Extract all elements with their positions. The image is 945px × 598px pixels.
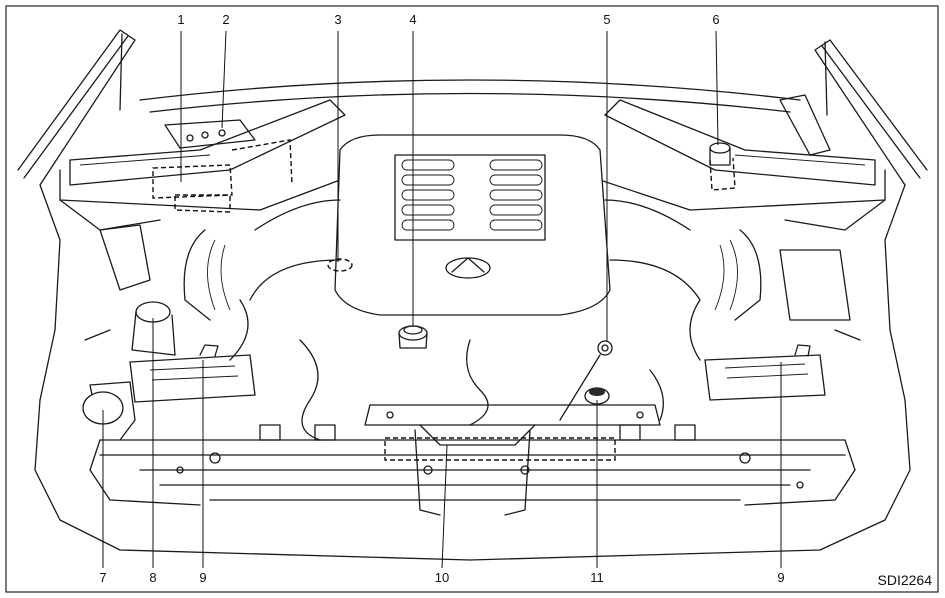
component-11-cap bbox=[584, 387, 610, 405]
component-4-cap bbox=[398, 325, 428, 349]
battery-right bbox=[704, 344, 826, 401]
component-5-dipstick bbox=[559, 340, 613, 421]
cowl-panel bbox=[139, 79, 801, 113]
callout-8: 8 bbox=[149, 570, 156, 585]
callout-3: 3 bbox=[334, 12, 341, 27]
callout-5: 5 bbox=[603, 12, 610, 27]
right-engine-side bbox=[604, 199, 851, 321]
callout-10: 10 bbox=[435, 570, 449, 585]
left-air-duct bbox=[69, 99, 346, 186]
figure-reference: SDI2264 bbox=[878, 572, 933, 588]
dashed-hidden-components bbox=[152, 139, 736, 461]
hood-struts bbox=[17, 29, 928, 186]
callout-9-right: 9 bbox=[777, 570, 784, 585]
callout-2: 2 bbox=[222, 12, 229, 27]
callout-4: 4 bbox=[409, 12, 416, 27]
callout-11: 11 bbox=[590, 570, 604, 585]
right-air-duct bbox=[604, 94, 876, 186]
engine-cover bbox=[334, 134, 611, 316]
callout-1: 1 bbox=[177, 12, 184, 27]
callout-6: 6 bbox=[712, 12, 719, 27]
component-7-reservoir bbox=[82, 381, 136, 441]
component-2-box bbox=[164, 119, 256, 149]
callout-9-left: 9 bbox=[199, 570, 206, 585]
leader-lines bbox=[102, 30, 782, 569]
left-engine-side bbox=[99, 199, 341, 321]
component-8-reservoir bbox=[131, 301, 176, 356]
hood-latch-bracket bbox=[364, 404, 661, 446]
callout-7: 7 bbox=[99, 570, 106, 585]
body-outline bbox=[34, 169, 911, 561]
battery-left bbox=[129, 344, 256, 403]
component-6-cap bbox=[709, 142, 731, 166]
hoses bbox=[84, 299, 861, 441]
figure-frame bbox=[5, 5, 939, 593]
radiator-support bbox=[89, 424, 856, 516]
